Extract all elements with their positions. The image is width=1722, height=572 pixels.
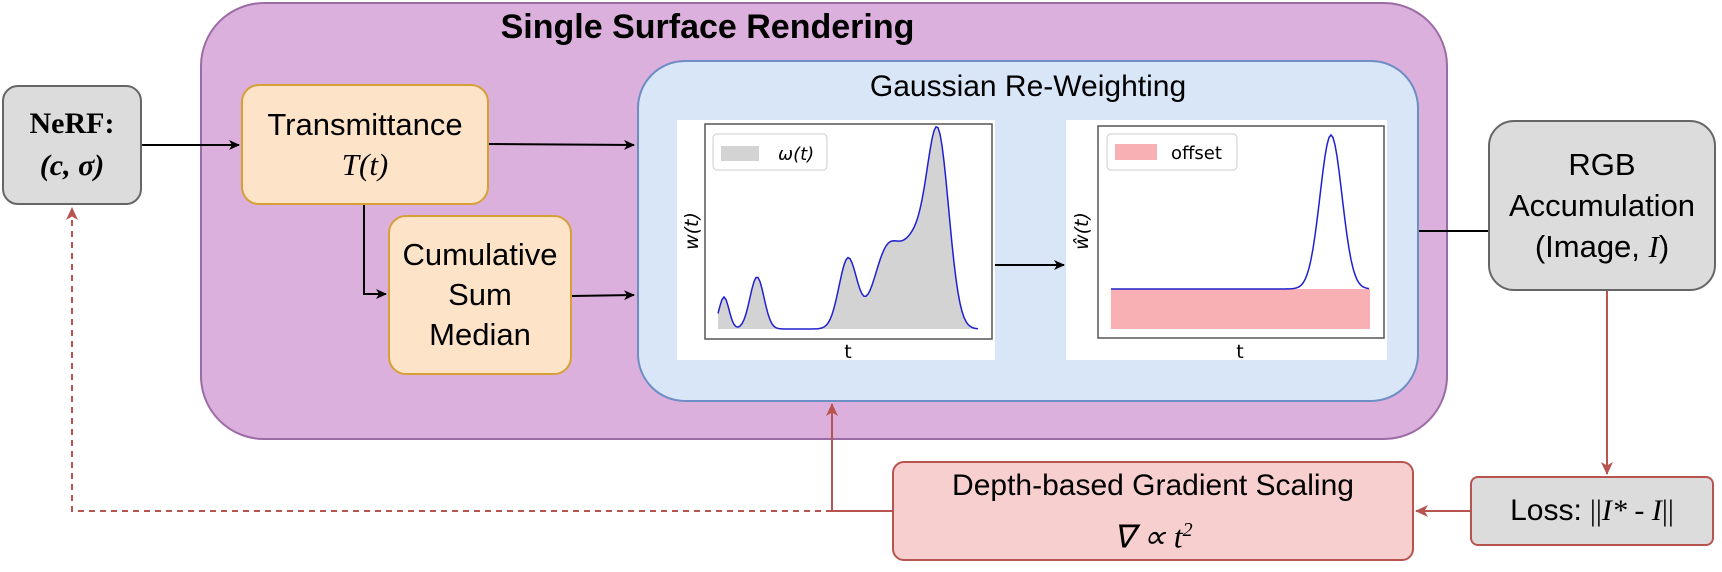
plot1-legend-text: ω(t)	[778, 144, 814, 165]
arrow-depth-to-nerf-dashed	[66, 207, 832, 512]
plot2-graphics: offset t ŵ(t)	[1071, 125, 1385, 363]
plot2-axes	[1097, 125, 1385, 339]
depth-formula: ∇ ∝ t2	[1113, 518, 1193, 555]
rgb-line1: RGB	[1568, 147, 1636, 182]
arrow-depth-to-gaussian	[826, 403, 892, 512]
plot2-reweighted-curve	[1111, 133, 1370, 290]
loss-node: Loss: ||I* - I||	[1470, 476, 1714, 546]
arrow-csm-to-gaussian	[571, 290, 635, 301]
rgb-line3: (Image, I)	[1534, 229, 1670, 264]
transmittance-label: Transmittance	[267, 106, 463, 142]
plot1-legend-swatch	[721, 146, 759, 161]
gaussian-reweighting-title: Gaussian Re-Weighting	[869, 70, 1187, 103]
plot2-legend-text: offset	[1171, 143, 1222, 164]
csm-line3: Median	[429, 317, 531, 352]
plot1-ylabel: w(t)	[681, 212, 703, 250]
plot2-offset-bar	[1111, 289, 1370, 329]
transmittance-formula: T(t)	[341, 146, 389, 182]
arrow-transmittance-to-csm	[363, 205, 387, 299]
plot2-legend-swatch	[1115, 144, 1157, 160]
loss-formula: ||I* - I||	[1589, 494, 1674, 527]
plot1-xlabel: t	[844, 341, 851, 363]
transmittance-node: Transmittance T(t)	[241, 84, 489, 205]
plot2-ylabel: ŵ(t)	[1071, 212, 1093, 250]
container-title: Single Surface Rendering	[500, 8, 915, 46]
nerf-params: (c, σ)	[39, 149, 105, 182]
csm-line2: Sum	[448, 277, 512, 312]
plot1-weight-curve	[717, 125, 979, 330]
plot2-legend-box	[1106, 133, 1238, 171]
nerf-node: NeRF: (c, σ)	[2, 85, 142, 205]
plot1-axes	[704, 123, 993, 340]
plot1-weight-area	[718, 126, 978, 329]
csm-line1: Cumulative	[402, 237, 558, 272]
depth-gradient-scaling-node: Depth-based Gradient Scaling ∇ ∝ t2	[892, 461, 1414, 561]
plot2-xlabel: t	[1236, 341, 1243, 363]
loss-label: Loss:	[1510, 494, 1582, 527]
arrow-transmittance-to-gaussian	[488, 139, 635, 150]
depth-label: Depth-based Gradient Scaling	[952, 468, 1354, 502]
plot1-graphics: ω(t) t w(t)	[681, 123, 993, 363]
rgb-line2: Accumulation	[1508, 188, 1696, 223]
cumulative-sum-median-node: Cumulative Sum Median	[388, 215, 572, 375]
nerf-label: NeRF:	[29, 107, 115, 140]
rgb-accumulation-node: RGB Accumulation (Image, I)	[1488, 120, 1716, 291]
